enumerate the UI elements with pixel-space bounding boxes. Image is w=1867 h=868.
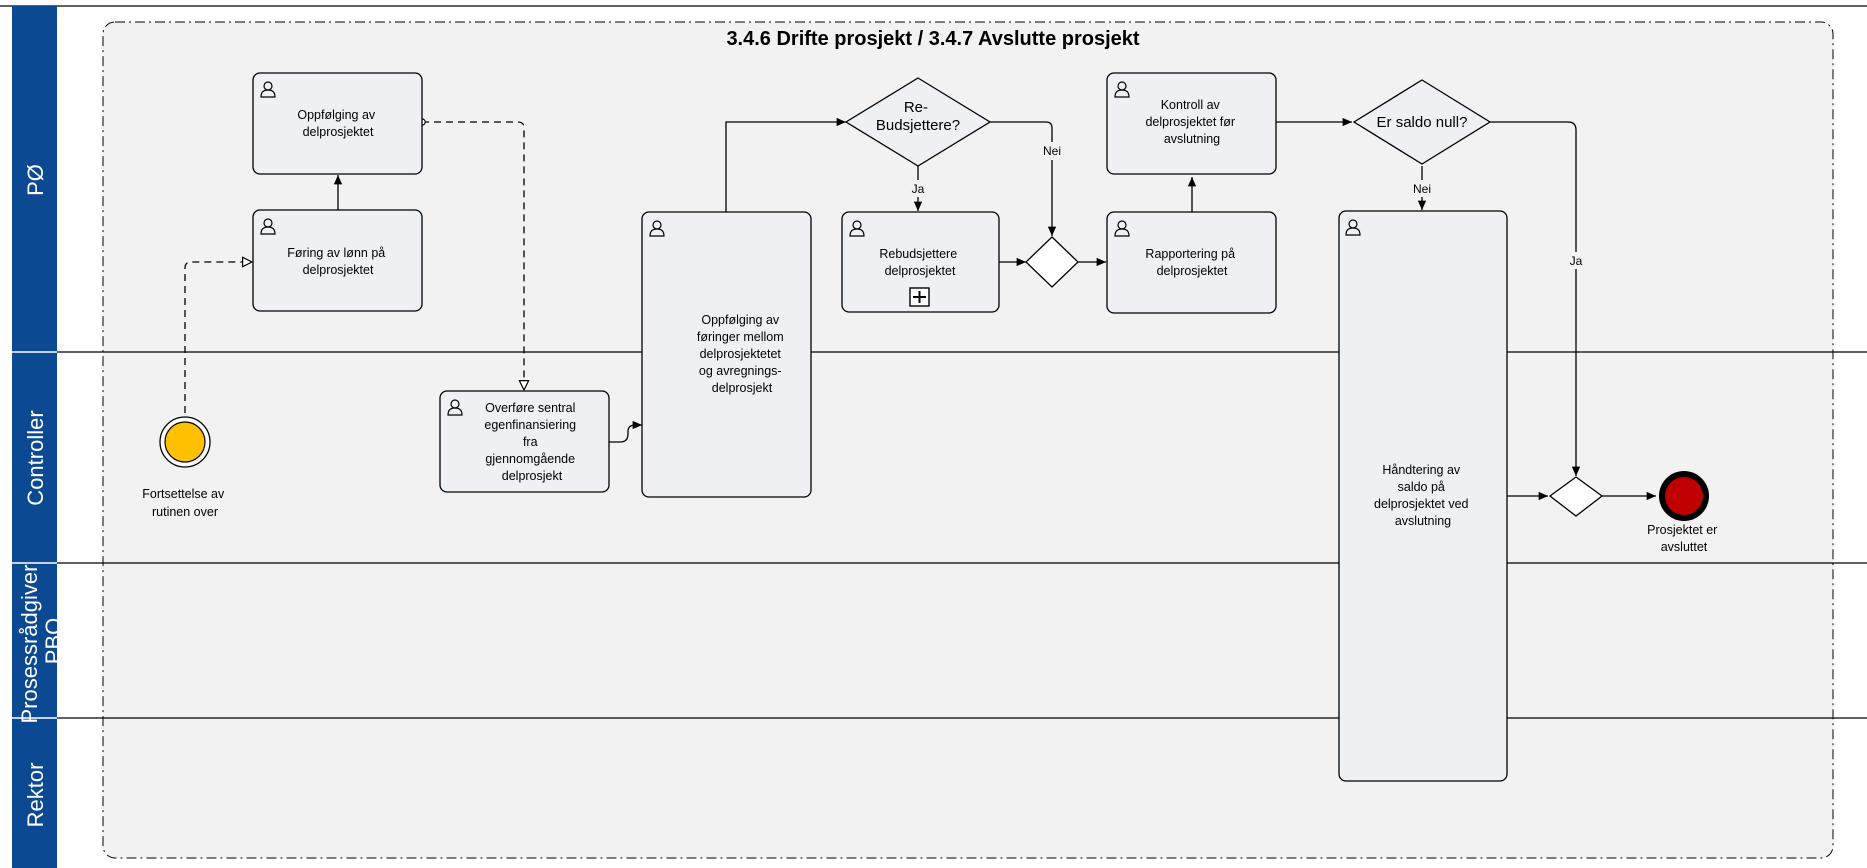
flow-label-ja-2: Ja bbox=[1570, 254, 1583, 268]
flow-nei-to-merge bbox=[990, 121, 1057, 236]
svg-text:Rapportering på delprosj: Rapportering på delprosjektet bbox=[1145, 247, 1238, 278]
flow-label-nei-2: Nei bbox=[1413, 182, 1431, 196]
svg-text:Oppfølging av føringer m: Oppfølging av føringer mellom delprosjek… bbox=[697, 313, 787, 395]
flow-foringer-to-gateway bbox=[725, 117, 846, 212]
svg-text:Rebudsjettere delprosjek: Rebudsjettere delprosjektet bbox=[879, 247, 960, 278]
flow-overfore-to-foringer bbox=[609, 420, 642, 443]
lane-header-background bbox=[12, 6, 57, 868]
user-task-icon bbox=[1114, 81, 1130, 98]
task-kontroll[interactable]: Kontroll av delprosjektet før avslutning bbox=[1106, 72, 1277, 175]
flow-label-nei-1: Nei bbox=[1043, 144, 1061, 158]
diagram-title: 3.4.6 Drifte prosjekt / 3.4.7 Avslutte p… bbox=[726, 28, 1139, 50]
lane-label-controller: Controller bbox=[23, 410, 48, 505]
flow-ja-to-merge2 bbox=[1490, 121, 1581, 476]
start-event-label: Fortsettelse av rutinen over bbox=[142, 487, 227, 519]
svg-text:Kontroll av delprosjekte: Kontroll av delprosjektet før avslutning bbox=[1145, 98, 1238, 146]
task-overfore-egenfinansiering[interactable]: Overføre sentral egenfinansiering fra gj… bbox=[439, 390, 610, 493]
task-handtering-av-saldo[interactable]: Håndtering av saldo på delprosjektet ved… bbox=[1338, 210, 1508, 782]
subprocess-rebudsjettere[interactable]: Rebudsjettere delprosjektet bbox=[841, 211, 1000, 313]
user-task-icon bbox=[1345, 219, 1361, 236]
gateway-rebudsjettere[interactable]: Re- Budsjettere? bbox=[844, 77, 992, 167]
message-flows bbox=[184, 122, 524, 413]
end-event[interactable] bbox=[1659, 471, 1709, 521]
user-task-icon bbox=[649, 220, 665, 237]
user-task-icon bbox=[849, 220, 865, 237]
svg-text:Oppfølging av delprosjek: Oppfølging av delprosjektet bbox=[297, 108, 378, 139]
task-foring-av-lonn[interactable]: Føring av lønn på delprosjektet bbox=[252, 209, 423, 312]
task-oppfolging[interactable]: Oppfølging av delprosjektet bbox=[252, 72, 423, 175]
lane-separators bbox=[57, 351, 1867, 719]
svg-text:Håndtering av saldo på: Håndtering av saldo på delprosjektet ved… bbox=[1374, 463, 1472, 528]
lane-label-rektor: Rektor bbox=[23, 763, 48, 828]
svg-text:Overføre sentral egenfin: Overføre sentral egenfinansiering fra gj… bbox=[484, 401, 579, 483]
user-task-icon bbox=[260, 81, 276, 98]
lane-header-column: PØ Controller Prosessrådgiver PBO Rektor bbox=[12, 6, 66, 868]
user-task-icon bbox=[447, 399, 463, 416]
start-event[interactable] bbox=[159, 416, 211, 468]
user-task-icon bbox=[260, 218, 276, 235]
end-event-label: Prosjektet er avsluttet bbox=[1647, 523, 1721, 554]
sequence-flows bbox=[333, 117, 1656, 501]
merge-gateway-1[interactable] bbox=[1025, 236, 1079, 288]
svg-text:Føring av lønn på delpro: Føring av lønn på delprosjektet bbox=[287, 246, 388, 277]
gateway-er-saldo-null[interactable]: Er saldo null? bbox=[1352, 79, 1492, 165]
message-flow-start-to-foring bbox=[184, 262, 252, 413]
svg-text:Re- Budsjettere?: Re- Budsjettere? bbox=[876, 99, 960, 134]
user-task-icon bbox=[1114, 220, 1130, 237]
merge-gateway-2[interactable] bbox=[1548, 476, 1604, 517]
svg-text:Er saldo null?: Er saldo null? bbox=[1377, 114, 1468, 131]
task-rapportering[interactable]: Rapportering på delprosjektet bbox=[1106, 211, 1277, 314]
task-oppfolging-av-foringer[interactable]: Oppfølging av føringer mellom delprosjek… bbox=[641, 211, 812, 498]
expand-subprocess-icon[interactable] bbox=[909, 287, 930, 307]
lane-label-prosessradgiver: Prosessrådgiver PBO bbox=[17, 558, 66, 723]
lane-label-po: PØ bbox=[23, 164, 48, 196]
flow-label-ja-1: Ja bbox=[912, 182, 925, 196]
message-flow-oppfolging-to-overfore bbox=[422, 122, 524, 390]
